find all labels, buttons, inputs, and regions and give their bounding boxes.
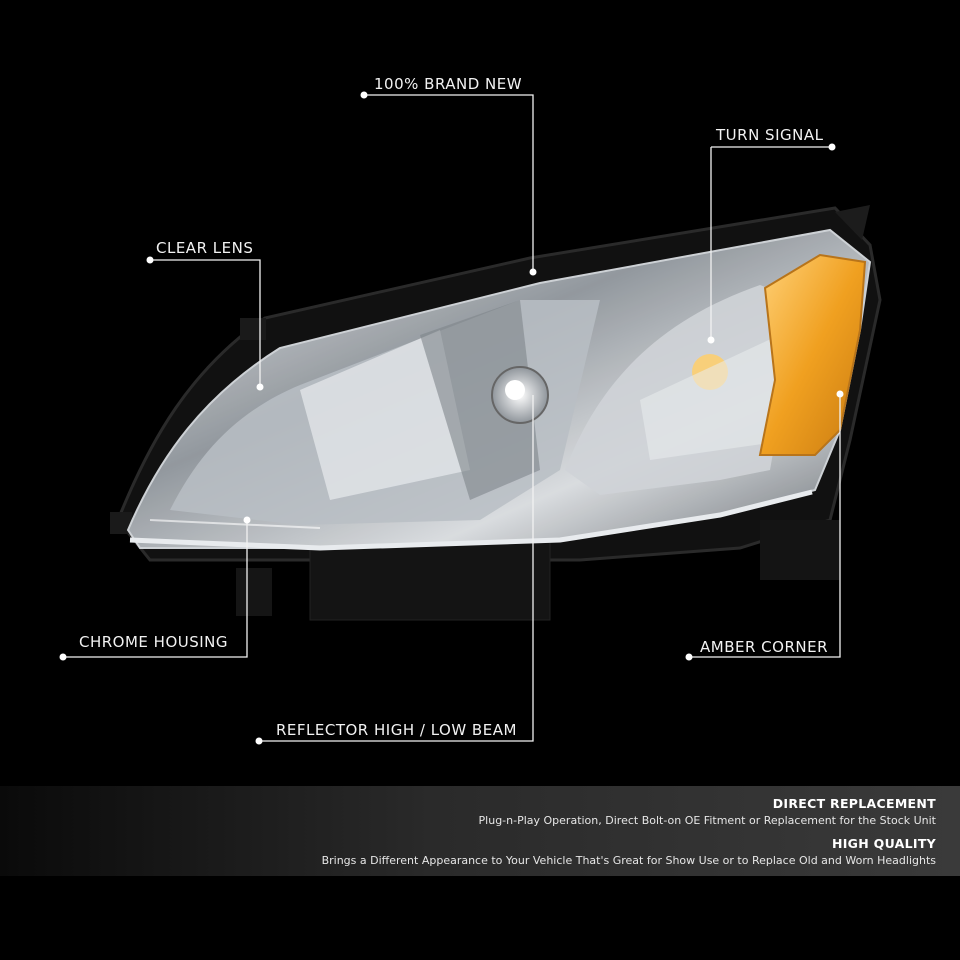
feature-text: Brings a Different Appearance to Your Ve… (321, 854, 936, 867)
callout-reflector-beam: REFLECTOR HIGH / LOW BEAM (276, 721, 517, 739)
callout-brand-new: 100% BRAND NEW (374, 75, 523, 93)
feature-band: DIRECT REPLACEMENT Plug-n-Play Operation… (0, 786, 960, 876)
feature-title: DIRECT REPLACEMENT (772, 796, 936, 811)
feature-title: HIGH QUALITY (831, 836, 936, 851)
feature-text: Plug-n-Play Operation, Direct Bolt-on OE… (478, 814, 936, 827)
callout-chrome-housing: CHROME HOUSING (79, 633, 229, 651)
callout-amber-corner: AMBER CORNER (700, 638, 828, 656)
callout-turn-signal: TURN SIGNAL (716, 126, 824, 144)
feature-high-quality: HIGH QUALITY Brings a Different Appearan… (322, 836, 936, 867)
feature-direct-replacement: DIRECT REPLACEMENT Plug-n-Play Operation… (479, 796, 936, 827)
callout-clear-lens: CLEAR LENS (156, 239, 254, 257)
